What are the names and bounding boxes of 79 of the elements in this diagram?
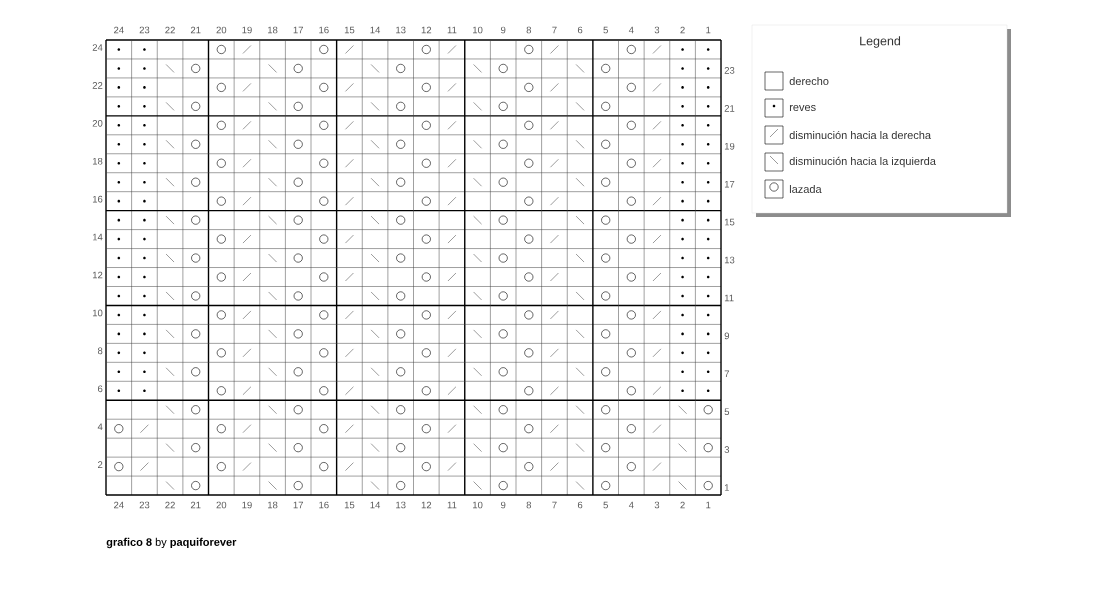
- column-number: 4: [628, 26, 634, 34]
- column-number: 21: [190, 501, 201, 509]
- legend-label: disminución hacia la izquierda: [789, 156, 936, 168]
- row-number: 20: [92, 119, 103, 127]
- row-number: 22: [92, 82, 103, 89]
- column-number: 4: [628, 501, 634, 509]
- column-number: 15: [344, 501, 355, 509]
- row-number: 19: [724, 142, 735, 150]
- row-number: 7: [724, 370, 729, 378]
- column-number: 16: [319, 501, 329, 509]
- column-number: 23: [139, 26, 150, 34]
- row-number: 1: [724, 484, 729, 491]
- column-number: 5: [603, 501, 608, 509]
- row-number: 6: [98, 385, 103, 393]
- column-number: 8: [526, 501, 532, 509]
- row-number: 10: [92, 309, 103, 317]
- column-number: 2: [680, 26, 685, 34]
- column-number: 6: [577, 26, 583, 34]
- column-number: 10: [473, 26, 483, 34]
- column-number: 1: [706, 26, 711, 34]
- column-number: 21: [190, 26, 201, 34]
- row-number: 15: [724, 218, 735, 226]
- row-number: 23: [724, 67, 735, 74]
- row-number: 4: [97, 423, 103, 430]
- column-number: 9: [501, 26, 506, 34]
- column-number: 17: [293, 501, 303, 509]
- column-number: 19: [242, 26, 252, 34]
- row-number: 16: [92, 195, 103, 203]
- row-number: 11: [724, 294, 734, 302]
- column-number: 14: [370, 26, 381, 34]
- column-number: 23: [139, 501, 150, 509]
- chart-caption: grafico 8 by paquiforever: [106, 537, 237, 549]
- column-number: 18: [268, 26, 278, 34]
- column-number: 19: [242, 501, 252, 509]
- column-number: 5: [603, 26, 608, 34]
- row-number: 13: [724, 256, 735, 264]
- row-number: 2: [98, 461, 103, 468]
- legend-label: lazada: [789, 184, 822, 194]
- column-number: 7: [552, 501, 557, 509]
- column-number: 24: [114, 501, 124, 509]
- column-number: 14: [370, 501, 381, 509]
- row-number: 9: [724, 332, 730, 340]
- column-number: 20: [216, 501, 227, 509]
- column-number: 17: [293, 26, 303, 34]
- column-number: 8: [526, 26, 532, 34]
- column-number: 1: [706, 501, 711, 509]
- column-number: 2: [680, 501, 685, 509]
- column-number: 3: [654, 26, 660, 34]
- column-number: 13: [396, 501, 406, 509]
- column-number: 7: [552, 26, 557, 34]
- column-number: 10: [473, 501, 483, 509]
- column-number: 18: [268, 501, 278, 509]
- row-number: 8: [97, 347, 103, 355]
- row-number: 21: [724, 105, 735, 112]
- row-number: 5: [724, 408, 730, 416]
- row-number: 12: [92, 271, 103, 279]
- column-number: 6: [577, 501, 583, 509]
- row-number: 17: [724, 180, 735, 188]
- row-number: 14: [92, 233, 103, 241]
- column-number: 15: [344, 26, 355, 34]
- legend-label: derecho: [789, 76, 829, 86]
- column-number: 11: [447, 26, 457, 34]
- legend-label: disminución hacia la derecha: [789, 130, 932, 140]
- row-number: 24: [92, 44, 103, 51]
- column-number: 9: [501, 501, 506, 509]
- column-number: 12: [421, 26, 432, 34]
- column-number: 13: [396, 26, 406, 34]
- column-number: 3: [654, 501, 660, 509]
- column-number: 11: [447, 501, 457, 509]
- column-number: 24: [114, 26, 124, 34]
- row-number: 18: [92, 157, 103, 165]
- legend-label: reves: [789, 105, 816, 111]
- row-number: 3: [724, 446, 730, 453]
- column-number: 22: [165, 501, 175, 509]
- legend-title: Legend: [860, 36, 901, 48]
- column-number: 20: [216, 26, 227, 34]
- column-number: 22: [165, 26, 175, 34]
- column-number: 16: [319, 26, 329, 34]
- column-number: 12: [421, 501, 432, 509]
